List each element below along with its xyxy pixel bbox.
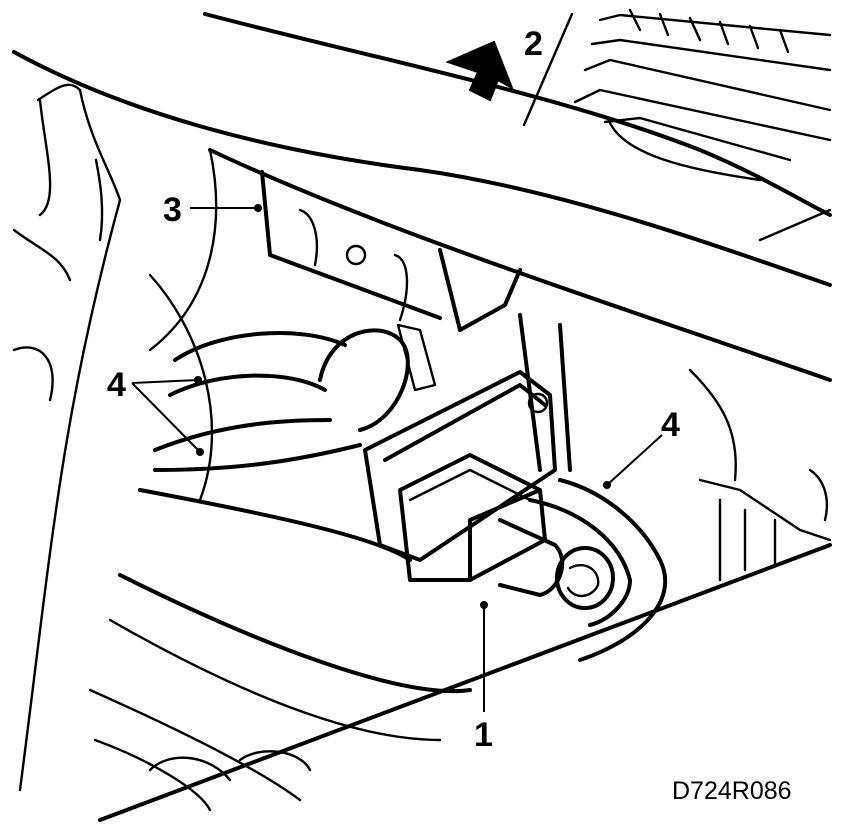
- leader-lines: [131, 204, 663, 712]
- reference-code: D724R086: [672, 777, 792, 805]
- direction-arrow: [445, 40, 514, 102]
- vent-grille: [573, 8, 832, 182]
- connector-assembly: [363, 370, 615, 610]
- cable-harness: [153, 328, 668, 662]
- leader-dot-4a: [194, 376, 202, 384]
- leader-dot-4c: [603, 481, 611, 489]
- leader-dot-3: [254, 204, 262, 212]
- callout-4-left: 4: [107, 366, 126, 404]
- left-structure: [12, 83, 218, 792]
- callout-1: 1: [474, 716, 493, 754]
- callout-2: 2: [524, 25, 543, 63]
- leader-dot-4b: [196, 448, 204, 456]
- right-structure: [518, 313, 832, 582]
- mounting-bracket: [260, 170, 522, 392]
- callout-3: 3: [163, 191, 182, 229]
- upper-panel: [12, 12, 832, 382]
- leader-dot-1: [480, 601, 488, 609]
- callout-4-right: 4: [661, 406, 680, 444]
